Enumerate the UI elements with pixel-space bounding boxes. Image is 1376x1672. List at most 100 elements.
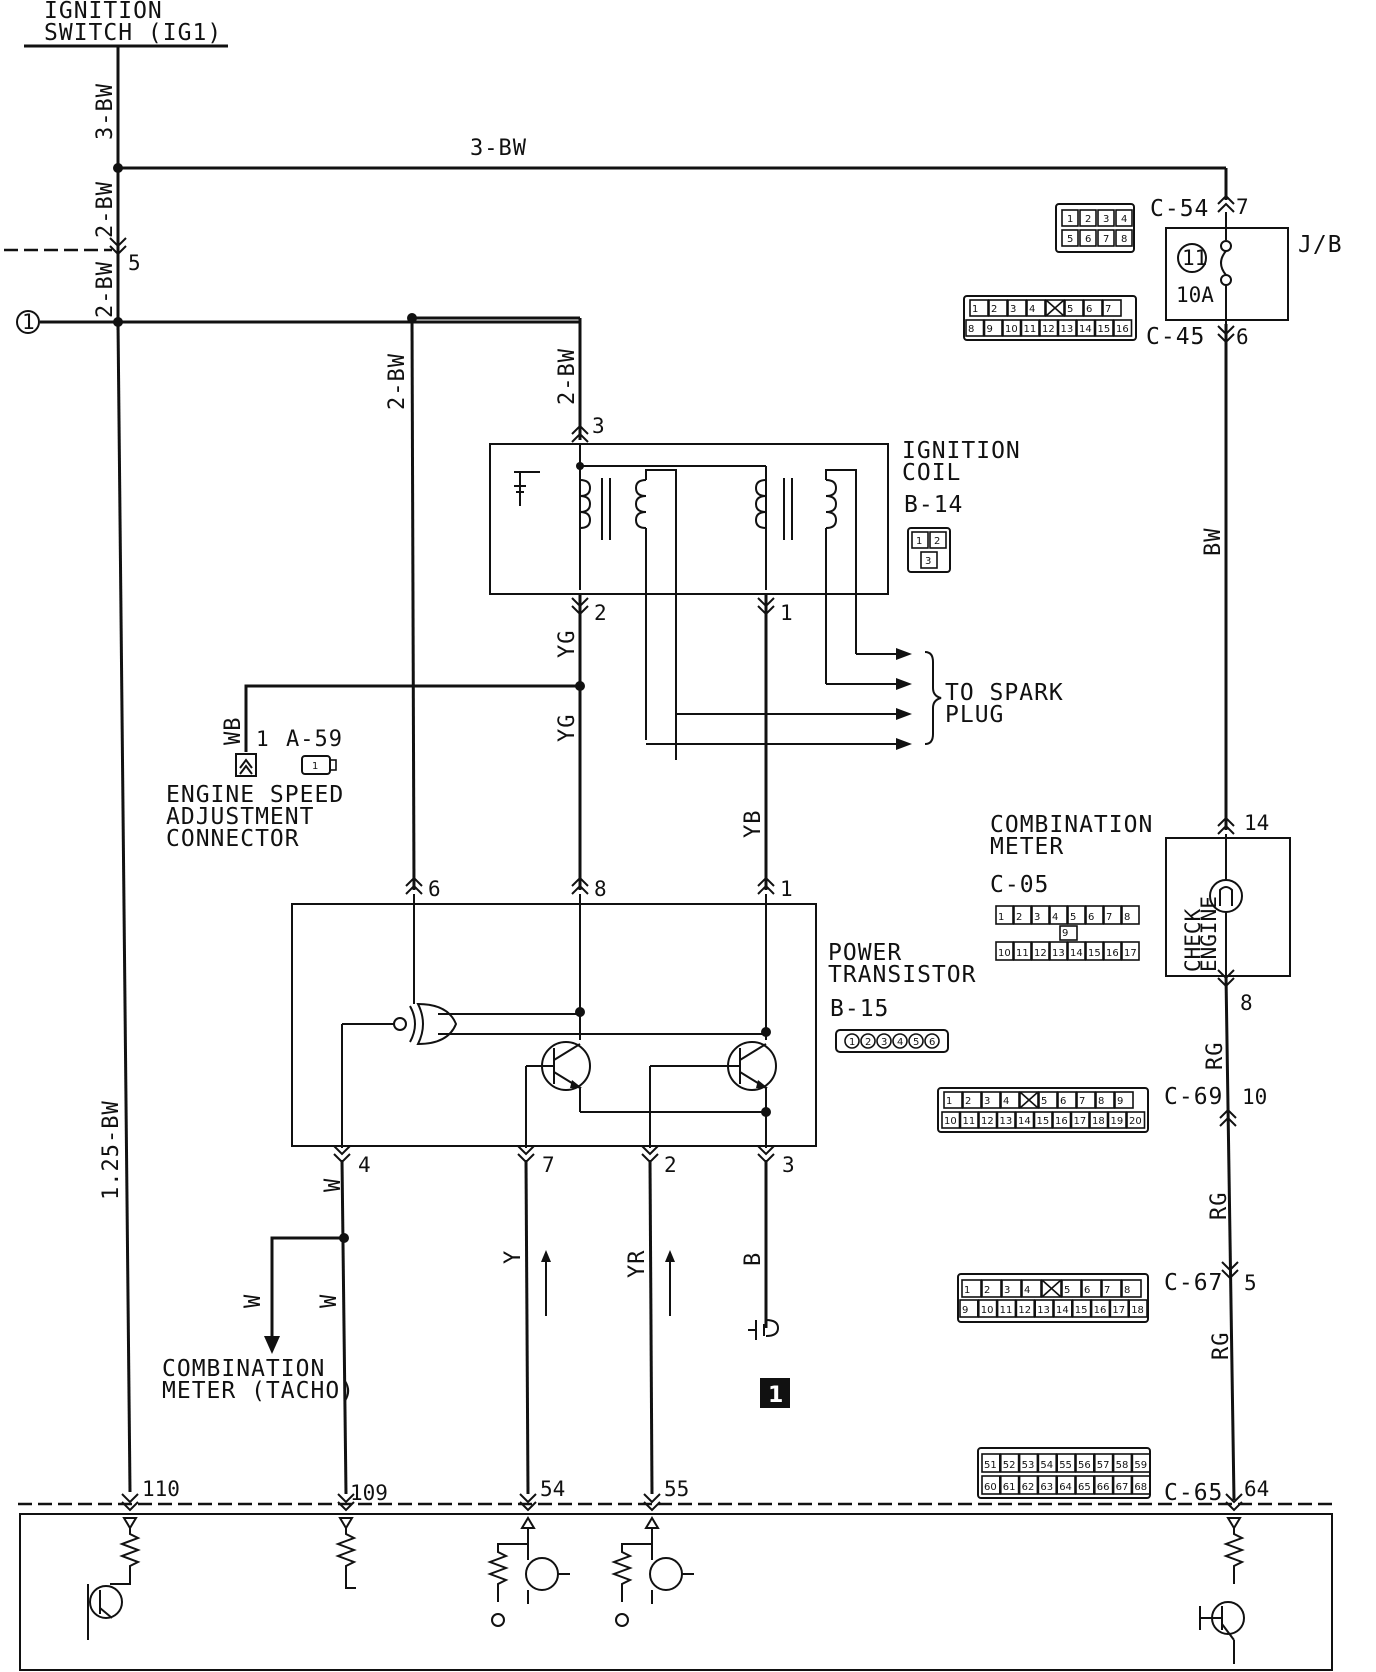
svg-text:2: 2	[1085, 214, 1091, 225]
pin-ig-5: 5	[128, 251, 141, 275]
connector-cell-number: 13	[1037, 1305, 1050, 1316]
connector-cell	[1114, 1091, 1134, 1109]
svg-text:4: 4	[1121, 214, 1127, 225]
pin-c69-10: 10	[1242, 1085, 1267, 1109]
ecu-box	[19, 1513, 1333, 1671]
svg-text:5: 5	[1067, 234, 1073, 245]
connector-cell-number: 2	[991, 304, 997, 315]
connector-cell-number: 5	[1064, 1285, 1070, 1296]
tacho-line2: METER (TACHO)	[162, 1378, 355, 1404]
speed-connector-symbol	[235, 753, 257, 777]
connector-cell-number: 3	[1034, 912, 1040, 923]
connector-cell	[1109, 1299, 1130, 1318]
connector-cell-number: 12	[981, 1116, 994, 1127]
pin-ecu-54: 54	[540, 1477, 565, 1501]
connector-cell-number: 16	[1055, 1116, 1068, 1127]
connector-cell	[943, 1091, 963, 1109]
connector-cell-number: 13	[1052, 948, 1065, 959]
speed-connector-line2: ADJUSTMENT	[166, 804, 314, 830]
connector-cell	[996, 1299, 1017, 1318]
connector-cell-number: 66	[1097, 1482, 1110, 1493]
connector-cell	[1083, 299, 1103, 317]
connector-cell	[1126, 1111, 1146, 1129]
connector-cell	[959, 1111, 979, 1129]
connector-cell	[1049, 941, 1068, 961]
connector-cell	[1021, 1279, 1042, 1298]
connector-cell-number: 7	[1105, 304, 1111, 315]
connector-cell	[1070, 1111, 1090, 1129]
connector-cell-number: 1	[964, 1285, 970, 1296]
connector-cell	[1076, 319, 1096, 337]
connector-cell-number: 12	[1042, 324, 1055, 335]
connector-cell-number: 18	[1131, 1305, 1144, 1316]
connector-cell	[1045, 299, 1065, 317]
connector-cell-number: 17	[1074, 1116, 1087, 1127]
connector-cell-number: 58	[1116, 1460, 1129, 1471]
pin-c67-5: 5	[1244, 1271, 1257, 1295]
connector-c65-label: C-65	[1164, 1480, 1223, 1506]
connector-cell-number: 12	[1018, 1305, 1031, 1316]
connector-cell-number: 10	[981, 1305, 994, 1316]
connector-cell-number: 11	[1024, 324, 1037, 335]
ground-ref-badge	[760, 1378, 790, 1408]
connector-cell-number: 3	[1010, 304, 1016, 315]
connector-cell	[988, 299, 1008, 317]
connector-cell	[1019, 1091, 1039, 1109]
connector-cell-number: 13	[1000, 1116, 1013, 1127]
connector-cell	[1056, 1475, 1076, 1495]
connector-cell-number: 14	[1056, 1305, 1069, 1316]
pin-pt-7: 7	[542, 1153, 555, 1177]
connector-cell	[1075, 1475, 1095, 1495]
connector-cell-number: 4	[1003, 1096, 1009, 1107]
connector-cell	[1090, 1299, 1111, 1318]
wire-label-rg-2: RG	[1207, 1192, 1232, 1221]
connector-cell-number: 53	[1022, 1460, 1035, 1471]
connector-cell-number: 56	[1078, 1460, 1091, 1471]
connector-cell-number: 2	[1016, 912, 1022, 923]
svg-text:1: 1	[849, 1037, 855, 1048]
svg-text:1: 1	[312, 761, 318, 772]
connector-cell-number: 15	[1088, 948, 1101, 959]
tacho-line1: COMBINATION	[162, 1356, 325, 1382]
connector-c67-label: C-67	[1164, 1270, 1223, 1296]
wire-label-rg-3: RG	[1209, 1332, 1234, 1361]
wire-label-rg-1: RG	[1203, 1042, 1228, 1071]
combination-meter-code: C-05	[990, 872, 1049, 898]
pin-pt-8: 8	[594, 877, 607, 901]
wire-label-w-2: W	[241, 1294, 266, 1308]
connector-cell	[1112, 1453, 1133, 1473]
connector-cell-number: 57	[1097, 1460, 1110, 1471]
connector-cell	[1059, 925, 1078, 941]
connector-cell-number: 18	[1092, 1116, 1105, 1127]
connector-cell-number: 9	[1117, 1096, 1123, 1107]
connector-cell-number: 17	[1112, 1305, 1125, 1316]
connector-cell	[961, 1279, 982, 1298]
connector-cell	[1031, 941, 1050, 961]
connector-cell-number: 8	[1124, 912, 1130, 923]
connector-cell	[959, 1299, 979, 1318]
connector-cell-number: 19	[1111, 1116, 1124, 1127]
connector-cell	[1072, 1299, 1092, 1318]
pin-pt-1: 1	[780, 877, 793, 901]
connector-cell	[1053, 1299, 1073, 1318]
wire-label-b: B	[741, 1252, 766, 1266]
connector-cell	[1101, 1279, 1122, 1298]
wire-label-yg-lower: YG	[555, 714, 580, 743]
power-transistor-box	[291, 903, 817, 1147]
connector-cell	[1057, 319, 1077, 337]
connector-cell-number: 59	[1134, 1460, 1147, 1471]
connector-face-a59: 1	[301, 755, 337, 775]
connector-cell-number: 55	[1059, 1460, 1072, 1471]
connector-cell	[1034, 1299, 1054, 1318]
check-engine-lamp	[1209, 834, 1243, 978]
connector-cell-number: 60	[984, 1482, 997, 1493]
connector-cell-number: 16	[1106, 948, 1119, 959]
connector-cell	[1018, 1475, 1039, 1495]
power-transistor-internals	[341, 894, 777, 1148]
fuse-number: 11	[1182, 246, 1207, 270]
